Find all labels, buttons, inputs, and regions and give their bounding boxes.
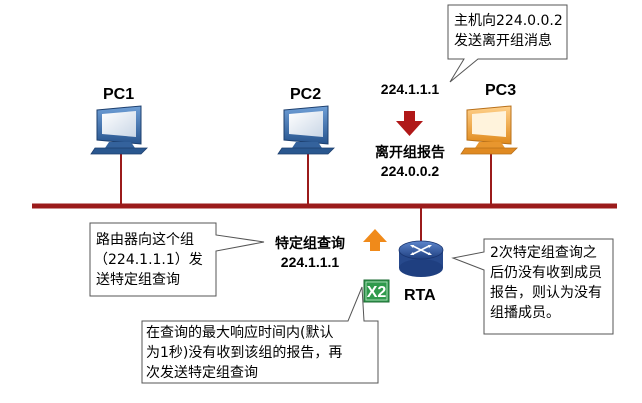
router-label: RTA [404,287,436,304]
callout-line: 2次特定组查询之 [490,245,597,261]
callout-no-members-shape [451,238,614,335]
pc3-label: PC3 [485,82,517,99]
callout-no-members-text: 2次特定组查询之 后仍没有收到成员 报告，则认为没有 组播成员。 [490,243,602,323]
callout-line: 组播成员。 [490,305,560,321]
callout-line: （224.1.1.1）发 [94,252,203,268]
callout-line: 报告，则认为没有 [490,285,602,301]
pc1-label: PC1 [103,86,135,103]
specific-query-group: 224.1.1.1 [280,254,340,270]
specific-query-title: 特定组查询 [275,236,345,252]
callout-line: 在查询的最大响应时间内(默认 [146,325,334,341]
pc3-icon [460,105,518,155]
pc2-icon [277,105,335,155]
retransmit-badge-label: X2 [367,284,387,301]
callout-retry-shape [141,286,379,384]
leave-report-title: 离开组报告 [375,145,445,161]
callout-retry-text: 在查询的最大响应时间内(默认 为1秒)没有收到该组的报告，再 次发送特定组查询 [146,323,342,383]
callout-line: 路由器向这个组 [96,232,194,248]
callout-pc3-leave-shape [447,4,568,83]
callout-line: 发送离开组消息 [454,33,552,49]
callout-pc3-leave-text: 主机向224.0.0.2 发送离开组消息 [454,11,563,51]
callout-line: 为1秒)没有收到该组的报告，再 [146,345,343,361]
specific-query-arrow [363,229,387,251]
leave-group-address: 224.1.1.1 [380,81,440,97]
callout-router-sends-text: 路由器向这个组 （224.1.1.1）发 送特定组查询 [94,230,212,290]
retransmit-badge: X2 [363,279,390,303]
callout-line: 送特定组查询 [96,272,180,288]
callout-line: 主机向224.0.0.2 [454,13,563,29]
callout-line: 次发送特定组查询 [146,365,258,381]
pc2-label: PC2 [290,86,322,103]
leave-report-arrow [396,111,423,136]
leave-report-dest: 224.0.0.2 [380,163,440,179]
router-icon [398,240,444,277]
pc1-icon [90,105,148,155]
callout-line: 后仍没有收到成员 [490,265,602,281]
callout-router-sends-shape [89,222,265,297]
